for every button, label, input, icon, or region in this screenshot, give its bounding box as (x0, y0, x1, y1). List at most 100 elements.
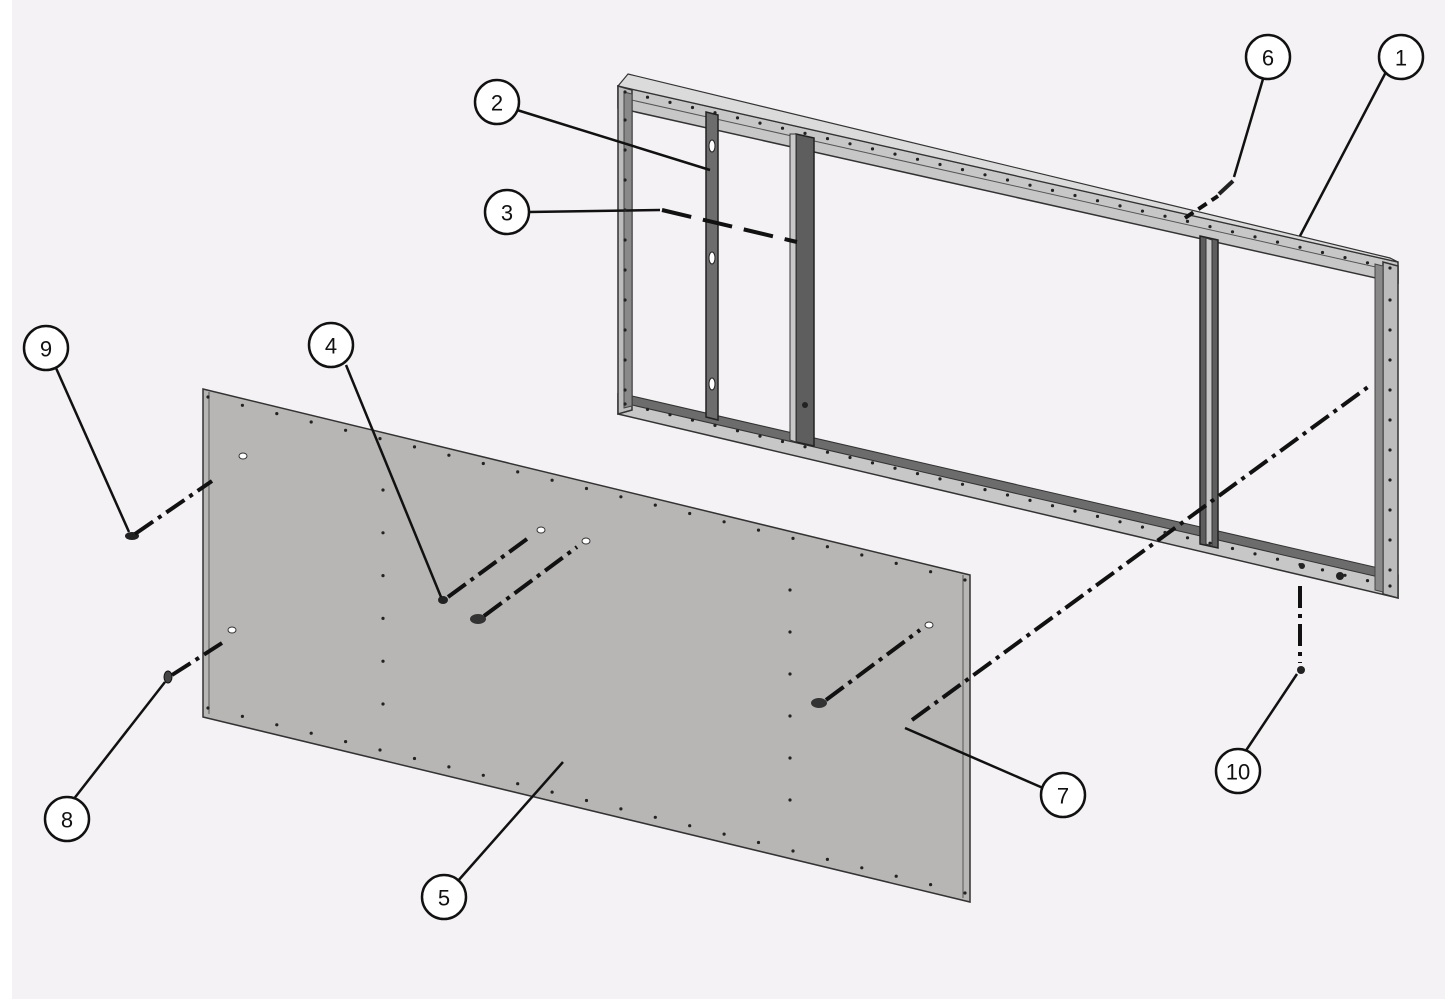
callout-label: 5 (438, 886, 450, 911)
leader-7 (904, 726, 1044, 790)
frame-rivet (983, 173, 987, 177)
panel-rivet (722, 832, 726, 836)
frame-rivet (1140, 525, 1145, 529)
frame-rivet (623, 178, 627, 182)
frame-rivet (1388, 478, 1392, 482)
frame-rivet (983, 488, 987, 492)
panel-rivet (309, 731, 313, 735)
callout-8: 8 (43, 795, 91, 843)
panel-rivet (584, 798, 589, 803)
panel-rivet (756, 528, 761, 532)
panel-rivet (344, 428, 348, 432)
panel-rivet (619, 807, 623, 811)
panel-rivet (788, 798, 792, 802)
panel-rivet (240, 714, 244, 719)
panel-rivet (788, 588, 792, 592)
callout-label: 10 (1226, 760, 1250, 785)
frame-rivet (1343, 573, 1347, 577)
frame-mid-post-a-face (789, 133, 797, 443)
panel-rivet (688, 824, 692, 828)
panel-rivet (756, 840, 761, 845)
frame-rivet (623, 148, 627, 152)
panel-rivet (516, 470, 520, 474)
panel-rivet (791, 536, 795, 541)
panel-rivet (722, 520, 726, 524)
frame-rivet (1320, 250, 1325, 255)
panel-rivet (860, 866, 864, 870)
panel-assembly (202, 388, 971, 903)
leader-3 (528, 208, 661, 214)
frame-rivet (645, 407, 650, 411)
centerline-6 (1183, 194, 1220, 220)
centerline-4b (482, 545, 579, 618)
leader-lines (54, 69, 1389, 883)
panel-rivet (309, 420, 313, 424)
frame-rivet (668, 413, 672, 417)
panel-rivet (516, 782, 520, 786)
leader-4 (344, 364, 443, 598)
frame-rivet (623, 402, 627, 406)
frame-top-rail-lip (616, 73, 1399, 263)
frame-rivet (1388, 328, 1392, 332)
frame-rivet (1163, 530, 1167, 535)
frame-rivet (1275, 240, 1280, 244)
panel-rivet (412, 445, 417, 449)
panel-rivet (825, 857, 830, 862)
frame-rivet (1005, 178, 1010, 182)
centerline-9 (133, 479, 214, 536)
panel-rivet (619, 495, 623, 499)
callout-bubble (483, 188, 531, 236)
frame-rivet (1388, 584, 1392, 588)
panel-rivet (550, 478, 554, 482)
callout-bubble (473, 78, 521, 126)
frame-right-stile-face (1374, 263, 1384, 593)
frame-rivet (623, 268, 627, 272)
panel-rivet (275, 412, 279, 416)
frame-rivet (1230, 546, 1235, 551)
panel-hole (536, 526, 546, 534)
frame-rivet (803, 445, 807, 449)
frame-rivet (1230, 230, 1235, 234)
frame-rivet (690, 418, 695, 422)
panel-rivet (788, 756, 792, 760)
frame-rivet (735, 429, 740, 433)
panel-rivet (653, 815, 657, 819)
frame-rivet (870, 147, 875, 151)
frame-rivet (1185, 219, 1190, 223)
panel-rivet (447, 765, 451, 769)
fasteners (125, 179, 1305, 708)
panel-rivet (653, 503, 657, 507)
centerline-7a (824, 628, 922, 702)
panel-rivet (381, 659, 385, 663)
panel-rivet (481, 461, 485, 466)
leader-2 (516, 108, 711, 172)
post-hole (802, 402, 808, 408)
panel-rivet (894, 561, 898, 566)
centerline-7b (910, 385, 1370, 722)
callouts: 1 2 3 4 5 6 7 8 (22, 33, 1425, 921)
panel-rivet (381, 488, 385, 492)
frame-rivet (1365, 579, 1370, 583)
frame-rivet (938, 162, 942, 167)
post-hole (708, 377, 716, 391)
frame-rivet (893, 152, 897, 156)
frame-rivet (1028, 498, 1032, 502)
callout-bubble (1214, 747, 1262, 795)
post-hole (708, 139, 716, 153)
frame-rivet (713, 423, 717, 427)
frame-rivet (1073, 193, 1077, 198)
frame-rivet (1253, 235, 1257, 239)
callout-label: 7 (1057, 784, 1069, 809)
panel-rivet (481, 773, 485, 777)
callout-9: 9 (22, 324, 70, 372)
frame-rivet (1388, 418, 1392, 422)
panel-rivet (788, 672, 792, 676)
callout-bubble (307, 321, 355, 369)
panel-rivet (412, 756, 417, 761)
panel-rivet (381, 574, 385, 578)
fastener-4b (470, 614, 486, 624)
frame-rivet (938, 477, 942, 481)
callout-6: 6 (1244, 33, 1292, 81)
panel-rivet (550, 790, 554, 794)
